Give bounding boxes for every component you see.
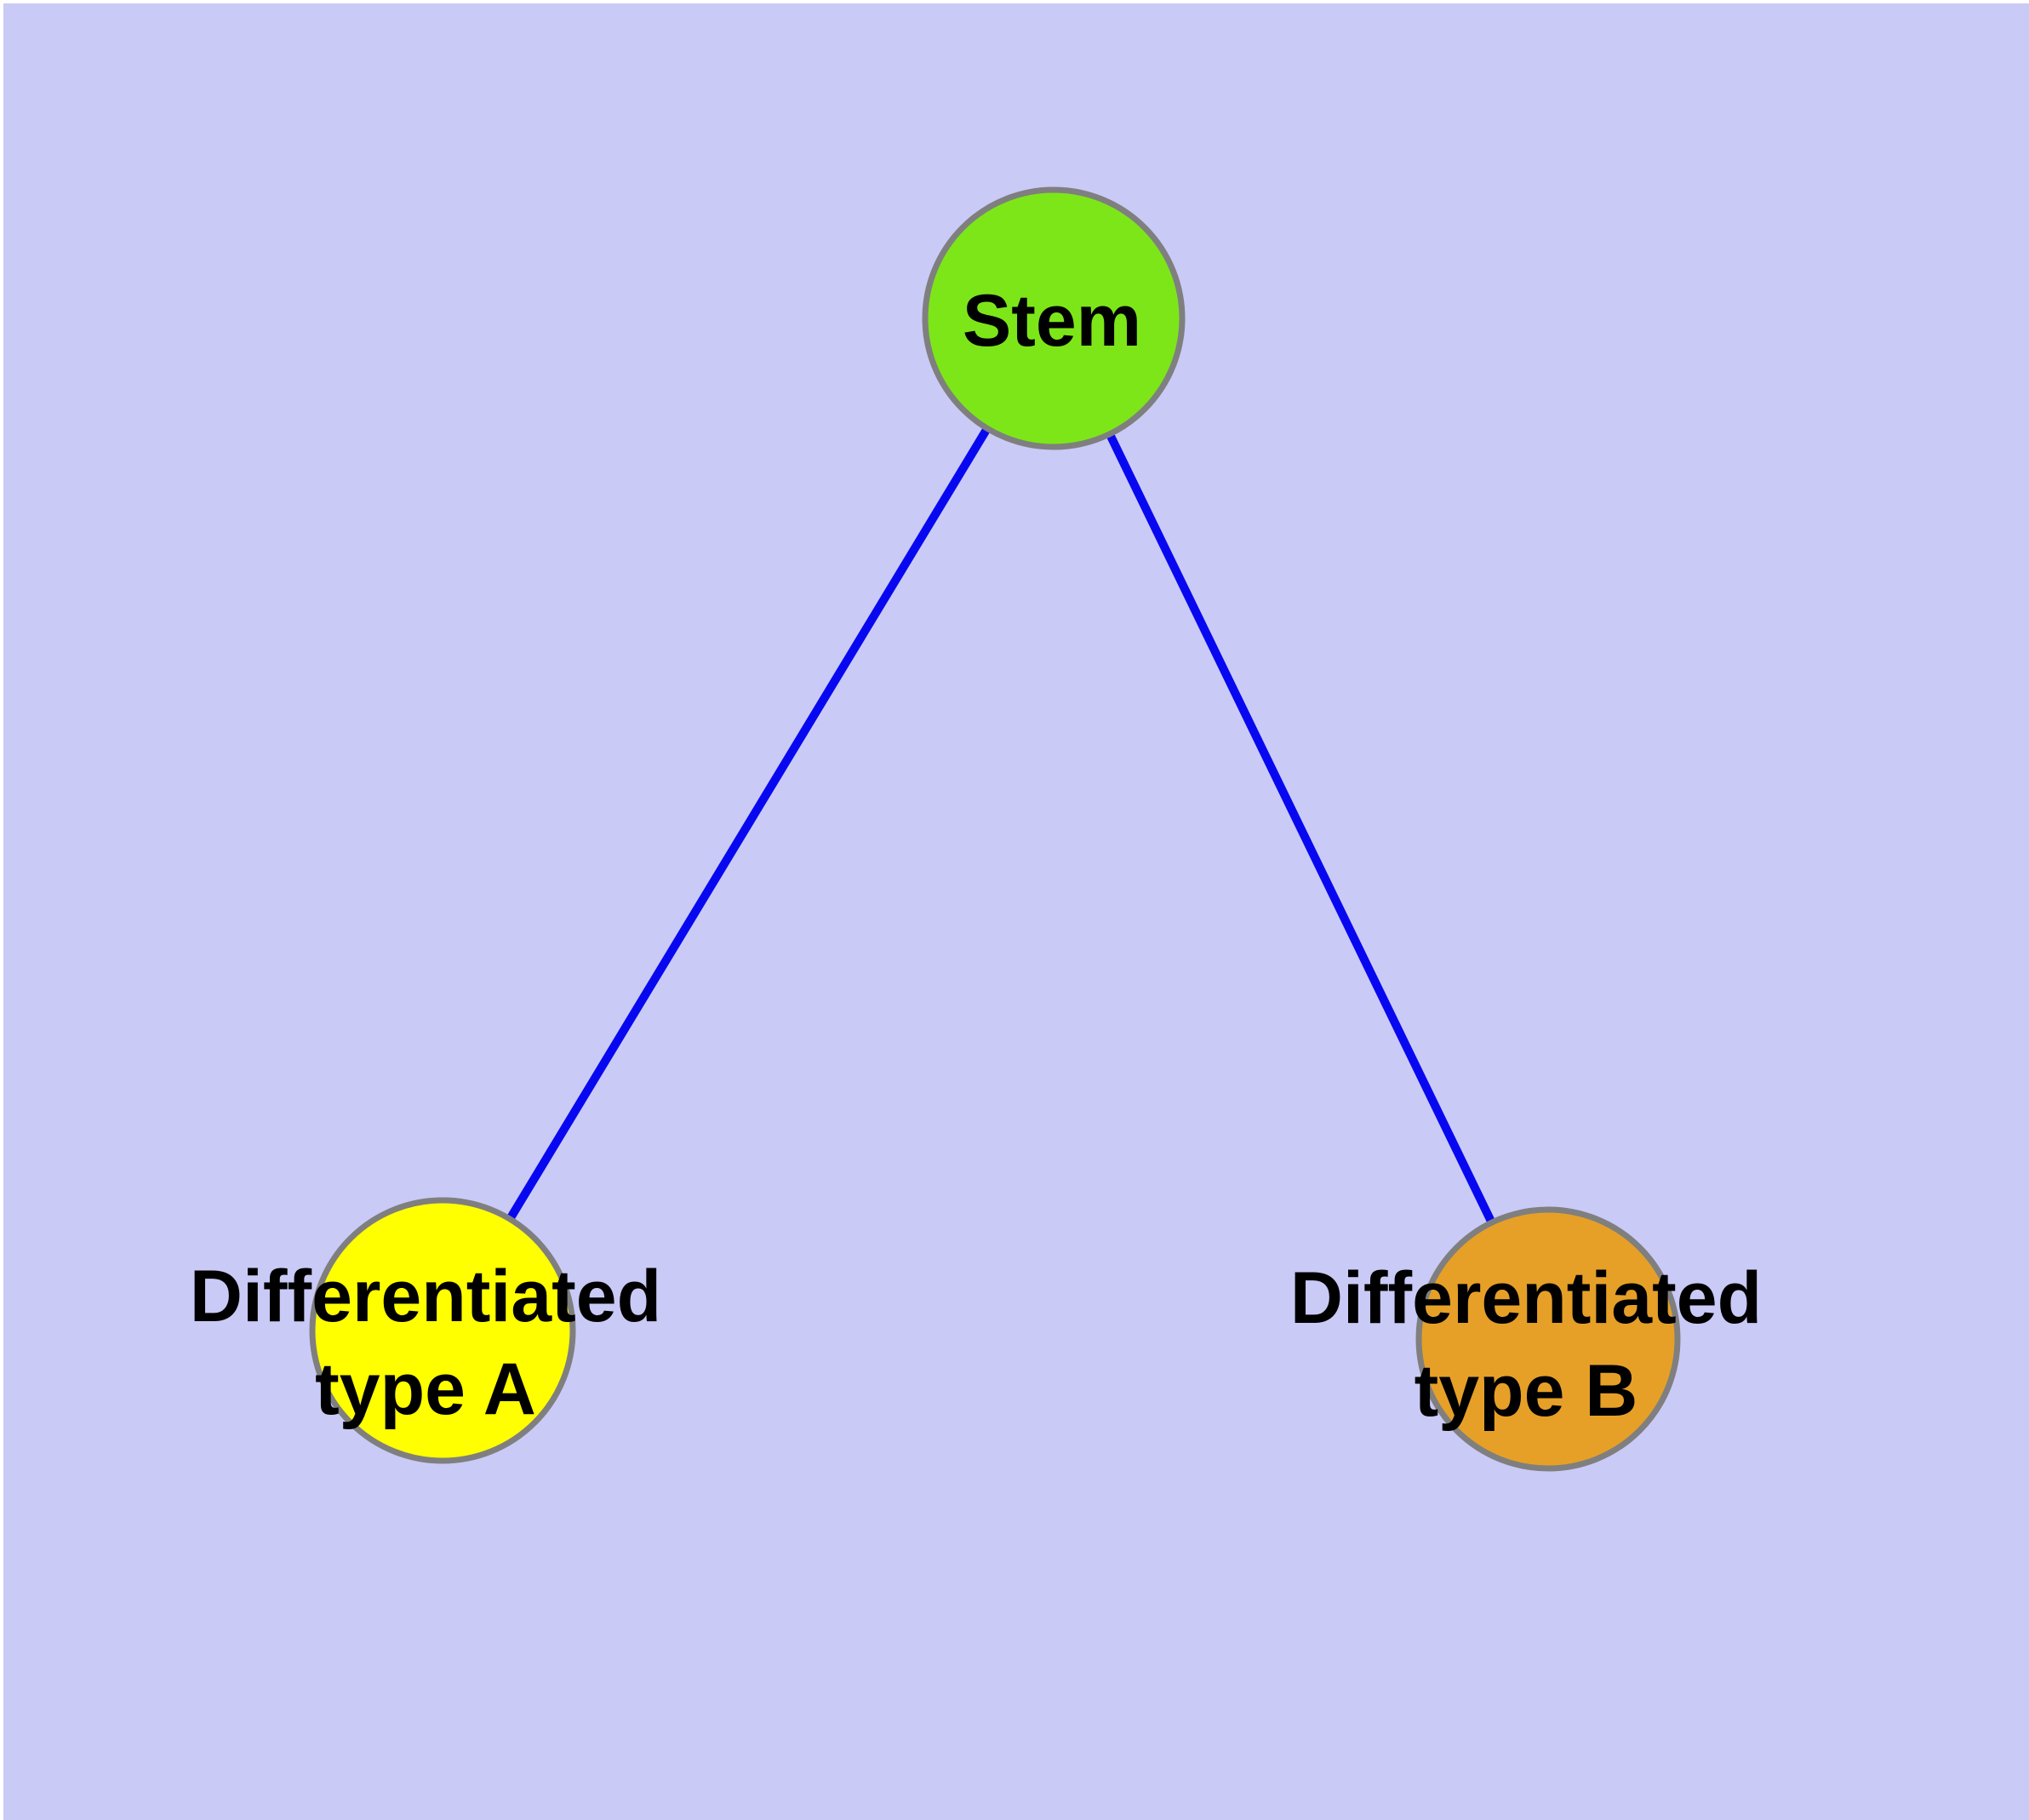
node-differentiated-type-a (309, 1197, 576, 1464)
node-differentiated-type-b-label-line2: type B (1415, 1350, 1638, 1432)
node-differentiated-type-b (1415, 1206, 1681, 1472)
node-differentiated-type-b-label-line1: Differentiated (1290, 1257, 1762, 1339)
node-stem-label: Stem (963, 280, 1141, 362)
edge-stem-to-type-a (438, 316, 1058, 1333)
node-differentiated-type-a-label-line1: Differentiated (190, 1256, 661, 1337)
node-differentiated-type-a-label-line2: type A (315, 1348, 536, 1430)
node-stem (922, 186, 1186, 450)
edge-stem-to-type-b (1049, 316, 1552, 1342)
